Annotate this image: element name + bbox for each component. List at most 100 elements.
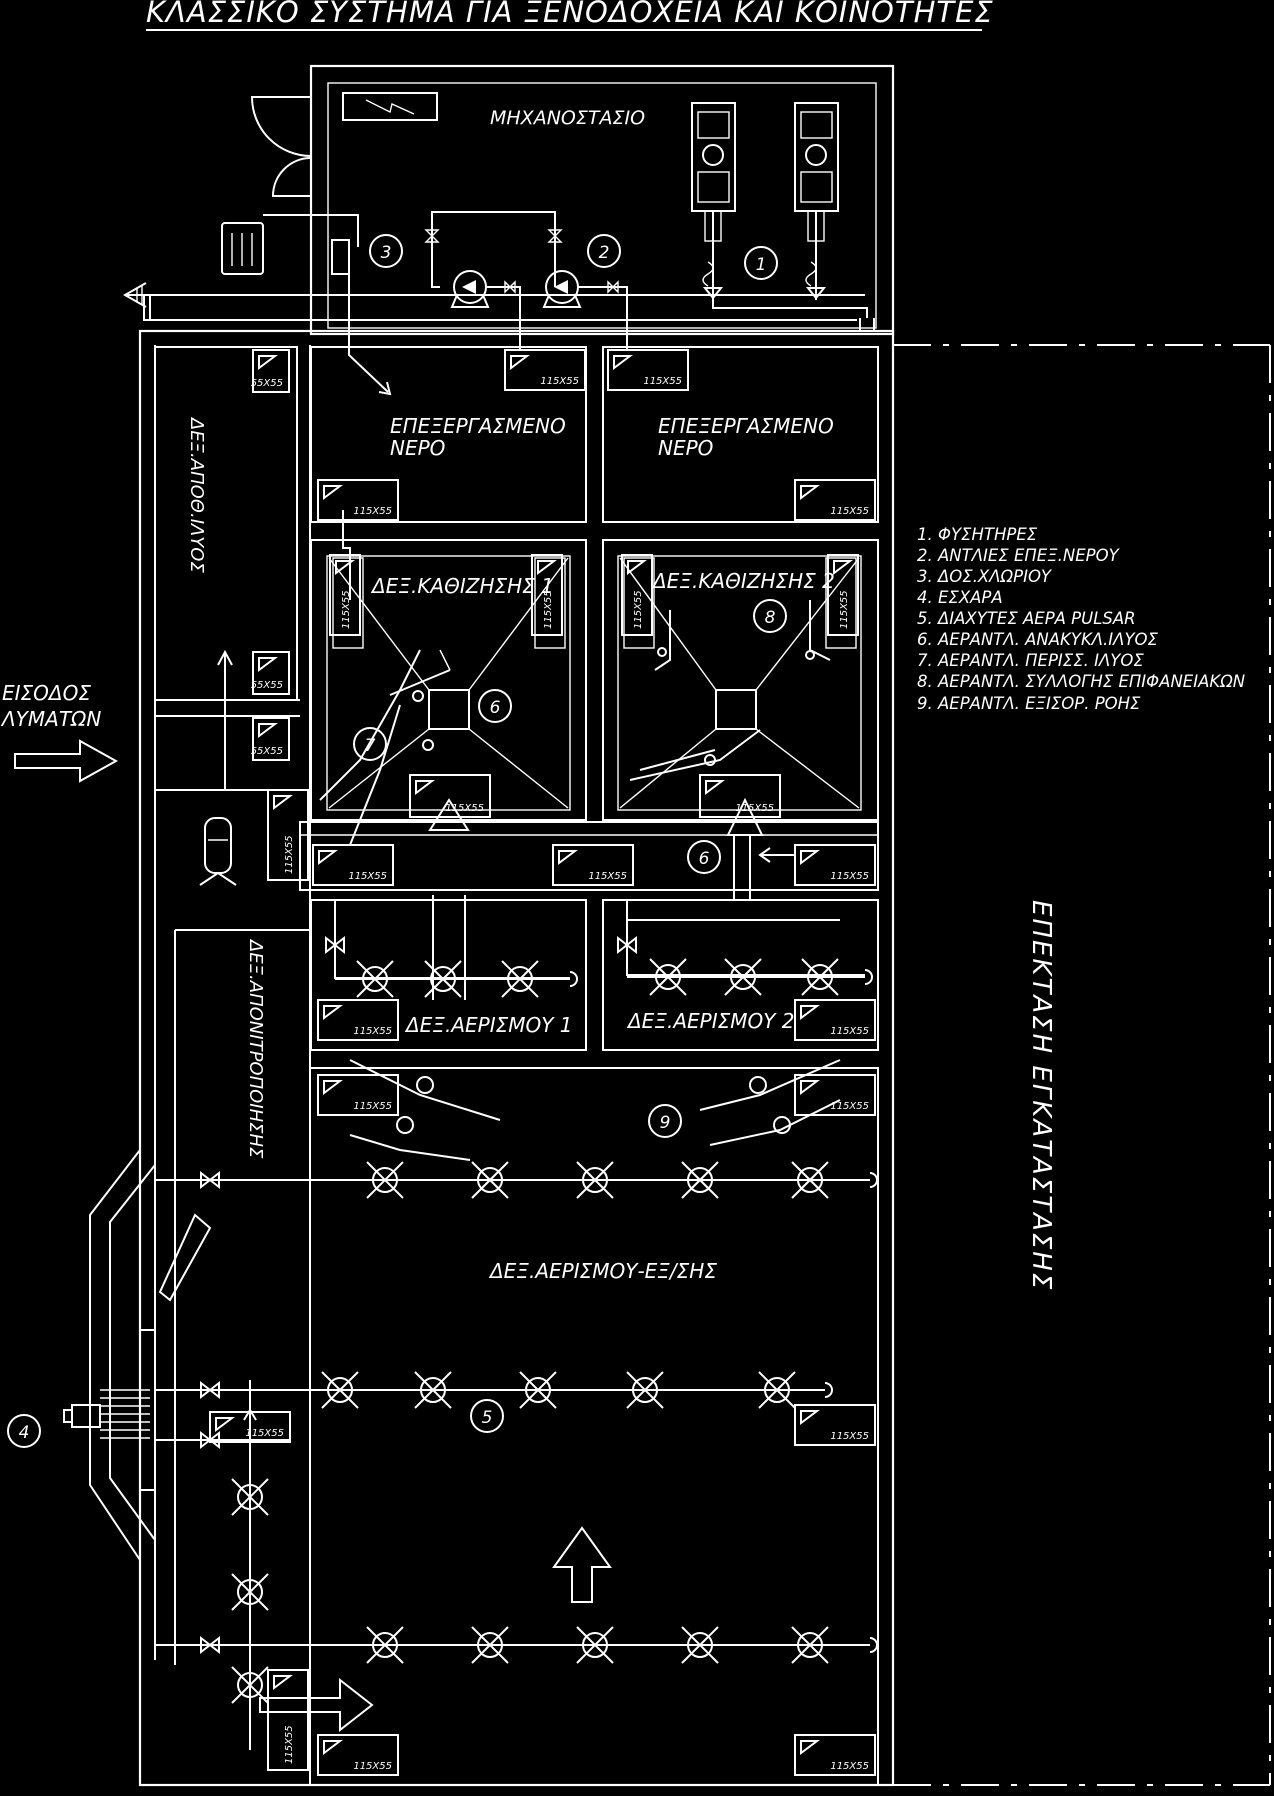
svg-text:9: 9 xyxy=(660,1113,671,1133)
valve-icon xyxy=(325,935,345,955)
manhole-label: 115X55 xyxy=(353,506,392,517)
manhole: 115X55 xyxy=(317,1734,399,1776)
aeration-equalization-label: ΔΕΞ.ΑΕΡΙΣΜΟΥ-ΕΞ/ΣΗΣ xyxy=(488,1259,717,1283)
manhole: 55X55 xyxy=(251,717,290,761)
treated-water-2-label-b: ΝΕΡΟ xyxy=(658,436,713,460)
legend-item-1: 1. ΦΥΣΗΤΗΡΕΣ xyxy=(917,525,1038,544)
manhole-label: 115X55 xyxy=(245,1428,284,1439)
legend-item-8: 8. ΑΕΡΑΝΤΛ. ΣΥΛΛΟΓΗΣ ΕΠΙΦΑΝΕΙΑΚΩΝ xyxy=(917,672,1245,691)
aeration-tank-2 xyxy=(602,899,879,1051)
diffuser-icon xyxy=(471,1161,509,1199)
settling-tank-2-label: ΔΕΞ.ΚΑΘΙΖΗΣΗΣ 2 xyxy=(651,569,835,593)
diffuser-icon xyxy=(321,1371,359,1409)
manhole-label: 115X55 xyxy=(353,1101,392,1112)
callout-6a: 6 xyxy=(478,689,512,723)
sludge-storage-tank xyxy=(154,346,298,701)
manhole: 55X55 xyxy=(251,651,290,695)
diffuser-icon xyxy=(414,1371,452,1409)
treated-discharge-line xyxy=(143,295,857,321)
manhole-label: 115X55 xyxy=(284,1725,295,1764)
valve-icon xyxy=(617,935,637,955)
treated-water-tank-1 xyxy=(310,346,587,523)
aeration-tank-1 xyxy=(310,899,587,1051)
diffuser-icon xyxy=(231,1573,269,1611)
manhole: 115X55 xyxy=(607,349,689,391)
svg-text:4: 4 xyxy=(19,1423,30,1443)
callout-2: 2 xyxy=(587,234,621,268)
drawing-title: ΚΛΑΣΣΙΚΟ ΣΥΣΤΗΜΑ ΓΙΑ ΞΕΝΟΔΟΧΕΙΑ ΚΑΙ ΚΟΙΝ… xyxy=(146,0,994,29)
callout-9: 9 xyxy=(648,1104,682,1138)
diffuser-icon xyxy=(424,960,462,998)
manhole: 115X55 xyxy=(329,554,361,636)
svg-text:5: 5 xyxy=(482,1408,493,1428)
manhole: 115X55 xyxy=(409,774,491,818)
callout-3: 3 xyxy=(369,234,403,268)
treated-water-pumps xyxy=(424,211,628,350)
manhole-label: 115X55 xyxy=(839,590,850,629)
inlet-arrow xyxy=(14,739,119,783)
diffuser-icon xyxy=(758,1371,796,1409)
legend-item-2: 2. ΑΝΤΛΙΕΣ ΕΠΕΞ.ΝΕΡΟΥ xyxy=(917,546,1121,565)
valve-icon xyxy=(200,1170,220,1190)
diffuser-icon xyxy=(501,960,539,998)
settling-tank-2 xyxy=(602,539,879,821)
callout-4: 4 xyxy=(7,1414,41,1448)
chlorine-dosing-unit xyxy=(221,214,359,275)
settling-hopper-2 xyxy=(619,557,860,809)
treated-water-2-label-a: ΕΠΕΞΕΡΓΑΣΜΕΝΟ xyxy=(658,414,834,438)
manhole: 115X55 xyxy=(699,774,781,818)
air-receiver xyxy=(199,817,237,886)
manhole: 115X55 xyxy=(794,1074,876,1116)
manhole: 115X55 xyxy=(794,1404,876,1446)
manhole-label: 115X55 xyxy=(445,803,484,814)
manhole: 115X55 xyxy=(312,844,394,886)
legend-item-3: 3. ΔΟΣ.ΧΛΩΡΙΟΥ xyxy=(917,567,1053,586)
manhole: 115X55 xyxy=(317,999,399,1041)
manhole: 115X55 xyxy=(531,554,563,636)
legend-item-9: 9. ΑΕΡΑΝΤΛ. ΕΞΙΣΟΡ. ΡΟΗΣ xyxy=(917,694,1141,713)
diffuser-icon xyxy=(519,1371,557,1409)
entrance-door xyxy=(250,96,312,157)
manhole-label: 115X55 xyxy=(643,376,682,387)
valve-icon xyxy=(200,1635,220,1655)
denitrification-label: ΔΕΞ.ΑΠΟΝΙΤΡΟΠΟΙΗΣΗΣ xyxy=(245,938,266,1159)
callout-5: 5 xyxy=(470,1399,504,1433)
aeration-tank-1-label: ΔΕΞ.ΑΕΡΙΣΜΟΥ 1 xyxy=(404,1013,573,1037)
pulsar-diffusers xyxy=(155,935,878,1704)
legend-item-6: 6. ΑΕΡΑΝΤΛ. ΑΝΑΚΥΚΛ.ΙΛΥΟΣ xyxy=(917,630,1159,649)
svg-text:8: 8 xyxy=(765,608,776,628)
manhole-label: 115X55 xyxy=(543,590,554,629)
svg-text:1: 1 xyxy=(756,255,767,275)
manhole-label: 115X55 xyxy=(830,1026,869,1037)
diffuser-icon xyxy=(366,1626,404,1664)
blower-2-unit xyxy=(794,102,839,300)
manhole-label: 55X55 xyxy=(251,680,283,691)
manhole: 115X55 xyxy=(267,789,309,881)
expansion-label: ΕΠΕΚΤΑΣΗ ΕΓΚΑΤΑΣΤΑΣΗΣ xyxy=(1026,900,1056,1291)
manhole: 115X55 xyxy=(794,1734,876,1776)
screen-chamber xyxy=(63,1149,212,1561)
callout-7: 7 xyxy=(353,727,387,761)
manhole-label: 115X55 xyxy=(284,835,295,874)
manhole: 115X55 xyxy=(794,479,876,521)
electric-panel xyxy=(342,92,438,121)
manhole-label: 115X55 xyxy=(540,376,579,387)
svg-text:6: 6 xyxy=(490,698,501,718)
svg-text:7: 7 xyxy=(365,736,376,756)
diffuser-icon xyxy=(791,1161,829,1199)
diffuser-icon xyxy=(681,1626,719,1664)
manhole-label: 115X55 xyxy=(348,871,387,882)
aeration-tank-2-label: ΔΕΞ.ΑΕΡΙΣΜΟΥ 2 xyxy=(626,1009,795,1033)
diffuser-icon xyxy=(356,960,394,998)
manhole-label: 115X55 xyxy=(633,590,644,629)
diffuser-icon xyxy=(471,1626,509,1664)
valve-icon xyxy=(200,1380,220,1400)
diffuser-icon xyxy=(681,1161,719,1199)
manhole-label: 55X55 xyxy=(251,746,283,757)
manhole-label: 115X55 xyxy=(830,1101,869,1112)
manhole-label: 115X55 xyxy=(735,803,774,814)
callout-1: 1 xyxy=(744,246,778,280)
